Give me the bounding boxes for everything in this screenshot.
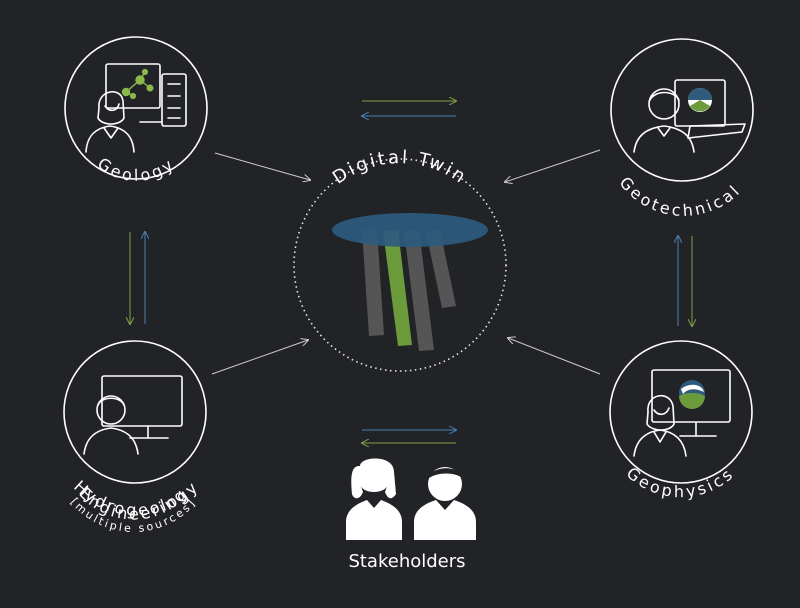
geology-circle (64, 36, 208, 180)
engineer-at-monitor-icon (633, 79, 746, 153)
person-at-monitor-icon (83, 375, 183, 455)
twin-bars-icon (362, 229, 456, 351)
connector-arrows (130, 101, 692, 443)
geophysics-label: Geophysics (623, 463, 738, 501)
hydrogeology-node: Hydrogeology Engineering [multiple sourc… (63, 340, 207, 535)
arrow-geotechnical-to-twin (505, 149, 601, 182)
stakeholder-woman-icon (346, 458, 402, 540)
stakeholders-label: Stakeholders (348, 551, 465, 572)
network-icon (121, 68, 154, 100)
arrow-hydrogeology-to-twin (211, 340, 308, 375)
geophysics-node: Geophysics (609, 340, 753, 501)
twin-disc (332, 213, 488, 247)
geophysics-circle (609, 340, 753, 484)
geotechnical-logo-icon (688, 88, 712, 112)
twin-bar-3 (404, 230, 434, 351)
geologist-at-workstation-icon (85, 63, 187, 153)
digital-twin-node: Digital Twin (293, 147, 507, 372)
geotechnical-label: Geotechnical (616, 173, 745, 220)
geology-label: Geology (94, 154, 179, 185)
digital-twin-dotted-circle (293, 158, 507, 372)
twin-bar-2 (383, 230, 412, 346)
hydrogeology-circle (63, 340, 207, 484)
geophysicist-at-monitor-icon (633, 369, 731, 457)
stakeholders-node: Stakeholders (346, 458, 476, 572)
stakeholder-man-icon (414, 467, 476, 540)
digital-twin-label: Digital Twin (329, 147, 471, 189)
geotechnical-node: Geotechnical (610, 38, 754, 220)
twin-bar-1 (362, 229, 384, 336)
geotechnical-circle (610, 38, 754, 182)
geology-node: Geology (64, 36, 208, 185)
geophysics-globe-icon (679, 380, 705, 409)
twin-bar-4 (426, 230, 456, 308)
arrow-geophysics-to-twin (508, 338, 601, 375)
arrow-geology-to-twin (214, 152, 310, 180)
